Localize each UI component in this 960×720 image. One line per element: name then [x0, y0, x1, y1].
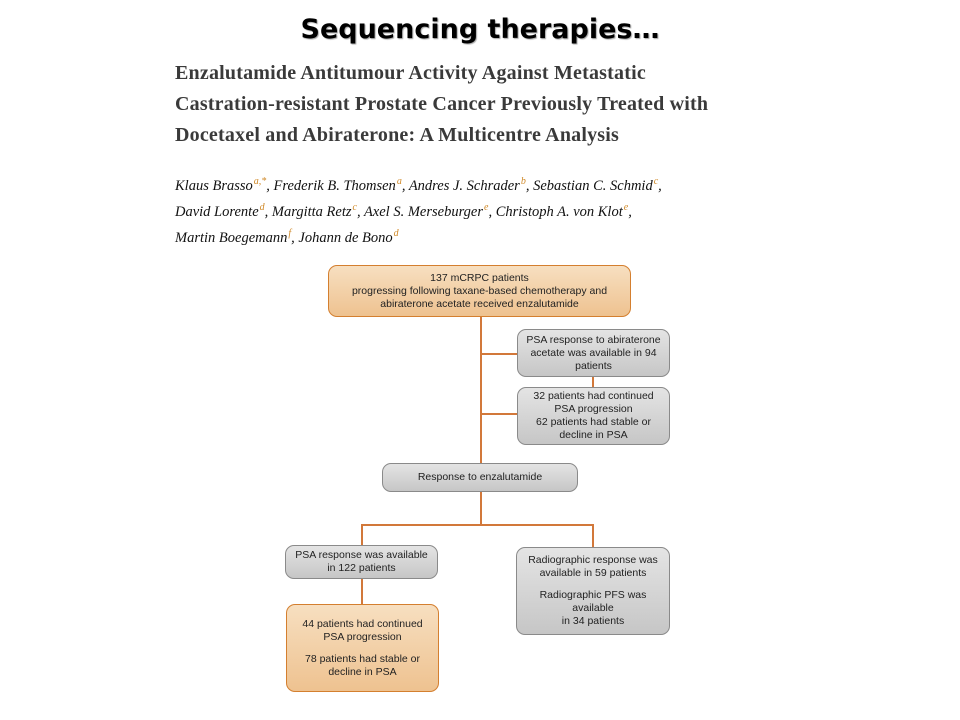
flow-text: 62 patients had stable or: [536, 416, 651, 428]
author-affiliation: b: [520, 176, 526, 187]
author-line: Martin Boegemannf, Johann de Bonod: [175, 227, 399, 246]
author-name: David Lorente: [175, 203, 259, 220]
flow-text: Radiographic PFS was: [539, 589, 647, 601]
flow-text: available: [572, 602, 614, 614]
flow-box-response: Response to enzalutamide: [382, 463, 578, 492]
flow-box-psa-available: PSA response was available in 122 patien…: [285, 545, 438, 579]
connector-line: [361, 524, 594, 526]
author-affiliation: a: [396, 176, 402, 187]
connector-line: [361, 578, 363, 605]
connector-line: [480, 353, 518, 355]
author-name: Johann de Bono: [298, 229, 393, 246]
author-name: Sebastian C. Schmid: [533, 177, 653, 194]
author-line: David Lorented, Margitta Retzc, Axel S. …: [175, 201, 632, 220]
connector-line: [480, 413, 518, 415]
author-name: Frederik B. Thomsen: [273, 177, 396, 194]
author-affiliation: e: [623, 201, 629, 213]
flow-text: PSA progression: [323, 630, 402, 643]
author-affiliation: a,*: [253, 176, 267, 187]
flow-text: 32 patients had continued: [533, 390, 654, 402]
author-affiliation: f: [288, 227, 292, 239]
connector-line: [480, 317, 482, 463]
flow-text: available in 59 patients: [539, 567, 647, 579]
flow-text: decline in PSA: [328, 665, 397, 678]
author-name: Christoph A. von Klot: [495, 203, 623, 220]
author-line: Klaus Brassoa,*, Frederik B. Thomsena, A…: [175, 176, 662, 194]
flow-box-cohort: 137 mCRPC patients progressing following…: [328, 265, 631, 317]
flow-text: in 34 patients: [561, 615, 625, 627]
flow-text: PSA response was available: [295, 549, 428, 561]
flow-text: 137 mCRPC patients: [430, 271, 529, 284]
connector-line: [592, 524, 594, 548]
slide-title: Sequencing therapies…: [300, 14, 660, 45]
author-name: Andres J. Schrader: [408, 177, 520, 194]
flow-text: PSA progression: [554, 403, 633, 415]
flow-text: progressing following taxane-based chemo…: [351, 284, 608, 297]
paper-title-line: Enzalutamide Antitumour Activity Against…: [175, 62, 646, 84]
flow-text: patients: [575, 359, 612, 372]
connector-line: [361, 524, 363, 548]
paper-title: Enzalutamide Antitumour Activity Against…: [175, 58, 875, 151]
flow-text: abiraterone acetate received enzalutamid…: [380, 297, 579, 310]
flow-text: Response to enzalutamide: [417, 471, 543, 483]
flow-text: PSA response to abiraterone: [526, 333, 661, 346]
flow-text: acetate was available in 94: [530, 346, 657, 359]
flow-text: 78 patients had stable or: [305, 652, 420, 665]
paper-title-line: Castration-resistant Prostate Cancer Pre…: [175, 93, 709, 115]
author-name: Margitta Retz: [271, 203, 352, 220]
flow-text: in 122 patients: [327, 562, 396, 574]
flow-text: Radiographic response was: [528, 554, 658, 566]
author-list: Klaus Brassoa,*, Frederik B. Thomsena, A…: [175, 171, 875, 248]
author-affiliation: e: [484, 201, 489, 213]
flow-box-abiraterone-available: PSA response to abiraterone acetate was …: [517, 329, 670, 377]
author-affiliation: c: [653, 176, 659, 187]
flow-box-radiographic: Radiographic response was available in 5…: [516, 547, 670, 635]
paper-title-line: Docetaxel and Abiraterone: A Multicentre…: [175, 124, 620, 146]
flow-box-psa-results: 44 patients had continued PSA progressio…: [286, 604, 439, 692]
author-name: Martin Boegemann: [175, 229, 288, 246]
author-affiliation: d: [259, 201, 265, 213]
flow-text: decline in PSA: [559, 429, 628, 441]
flow-box-abiraterone-results: 32 patients had continued PSA progressio…: [517, 387, 670, 445]
author-name: Axel S. Merseburger: [363, 203, 484, 220]
author-name: Klaus Brasso: [175, 177, 253, 194]
author-affiliation: d: [393, 227, 399, 239]
connector-line: [480, 491, 482, 525]
connector-line: [592, 377, 594, 387]
author-affiliation: c: [352, 201, 357, 213]
flow-text: 44 patients had continued: [302, 617, 423, 630]
